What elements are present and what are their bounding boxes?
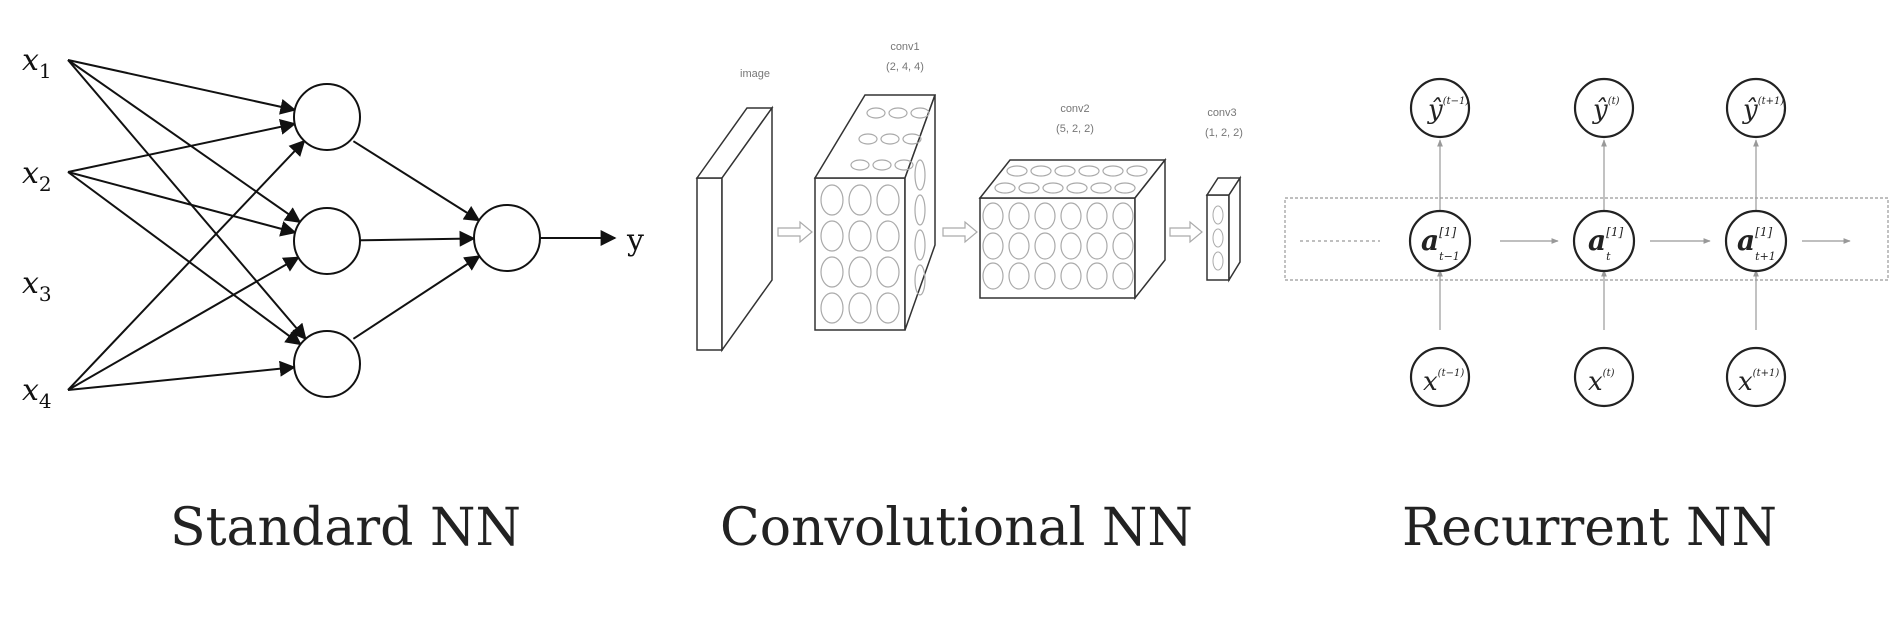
rnn-x-node-2 <box>1573 346 1635 408</box>
edge-x2-h3 <box>67 171 302 346</box>
rnn-y-node-2 <box>1573 77 1635 139</box>
standard-nn-edges <box>67 59 481 391</box>
edge-x4-h2 <box>67 256 300 391</box>
rnn-x-label-1: x(t−1) <box>1423 367 1464 397</box>
rnn-y-label-1: ŷ(t−1) <box>1427 95 1469 125</box>
conv3-volume <box>1205 175 1242 283</box>
rnn-a-node-3 <box>1724 209 1788 273</box>
edge-x2-h2 <box>67 171 297 237</box>
input-label-x1: x1 <box>22 43 52 83</box>
conv1-label: conv1 <box>890 41 919 53</box>
conv2-label: conv2 <box>1060 103 1089 115</box>
input-label-x4: x4 <box>22 373 52 413</box>
standard-nn-caption: Standard NN <box>170 498 521 558</box>
rnn-x-label-3: x(t+1) <box>1738 367 1779 397</box>
hidden-node-3 <box>293 330 361 398</box>
edge-h3-out <box>352 255 481 340</box>
rnn-a-label-2: a[1]t <box>1588 224 1623 263</box>
rnn-a-label-1: a[1]t−1 <box>1421 224 1460 263</box>
flow-arrow-1 <box>777 220 813 244</box>
conv3-dims: (1, 2, 2) <box>1205 127 1243 139</box>
conv2-dims: (5, 2, 2) <box>1056 123 1094 135</box>
recurrent-nn-panel: ŷ(t−1) ŷ(t) ŷ(t+1) a[1]t−1 a[1]t a[1]t+1… <box>1284 77 1889 558</box>
rnn-x-label-2: x(t) <box>1588 367 1615 397</box>
input-label-x3: x3 <box>22 266 52 306</box>
rnn-a-node-2 <box>1572 209 1636 273</box>
rnn-a-label-3: a[1]t+1 <box>1737 224 1776 263</box>
convolutional-nn-caption: Convolutional NN <box>720 498 1193 558</box>
edge-x2-h1 <box>67 119 297 173</box>
rnn-x-node-1 <box>1409 346 1471 408</box>
rnn-y-label-3: ŷ(t+1) <box>1742 95 1784 125</box>
rnn-a-node-1 <box>1408 209 1472 273</box>
recurrent-layer-box <box>1284 197 1889 281</box>
edge-x1-h3 <box>67 59 307 341</box>
image-slab <box>695 105 774 353</box>
output-label-y: y <box>626 223 644 258</box>
flow-arrow-3 <box>1169 220 1203 244</box>
edge-x4-h1 <box>67 139 306 391</box>
rnn-y-node-3 <box>1725 77 1787 139</box>
rnn-y-label-2: ŷ(t) <box>1592 95 1620 125</box>
recurrent-nn-caption: Recurrent NN <box>1402 498 1777 558</box>
hidden-node-2 <box>293 207 361 275</box>
conv1-dims: (2, 4, 4) <box>886 61 924 73</box>
input-label-x2: x2 <box>22 156 52 196</box>
image-label: image <box>740 68 770 80</box>
convolutional-nn-panel: image conv1 (2, 4, 4) conv2 (5, 2, 2) <box>695 41 1243 558</box>
edge-x1-h2 <box>67 59 302 224</box>
hidden-node-1 <box>293 83 361 151</box>
edge-x4-h3 <box>67 360 296 391</box>
edge-x1-h1 <box>67 59 297 115</box>
rnn-y-node-1 <box>1409 77 1471 139</box>
conv2-volume <box>978 157 1167 301</box>
output-node <box>473 204 541 272</box>
edge-h2-out <box>353 230 476 247</box>
conv1-volume <box>813 94 937 331</box>
conv3-label: conv3 <box>1207 107 1236 119</box>
edge-h1-out <box>352 140 481 222</box>
flow-arrow-2 <box>942 220 978 244</box>
standard-nn-panel: x1 x2 x3 x4 y Standard NN <box>22 43 644 558</box>
rnn-x-node-3 <box>1725 346 1787 408</box>
